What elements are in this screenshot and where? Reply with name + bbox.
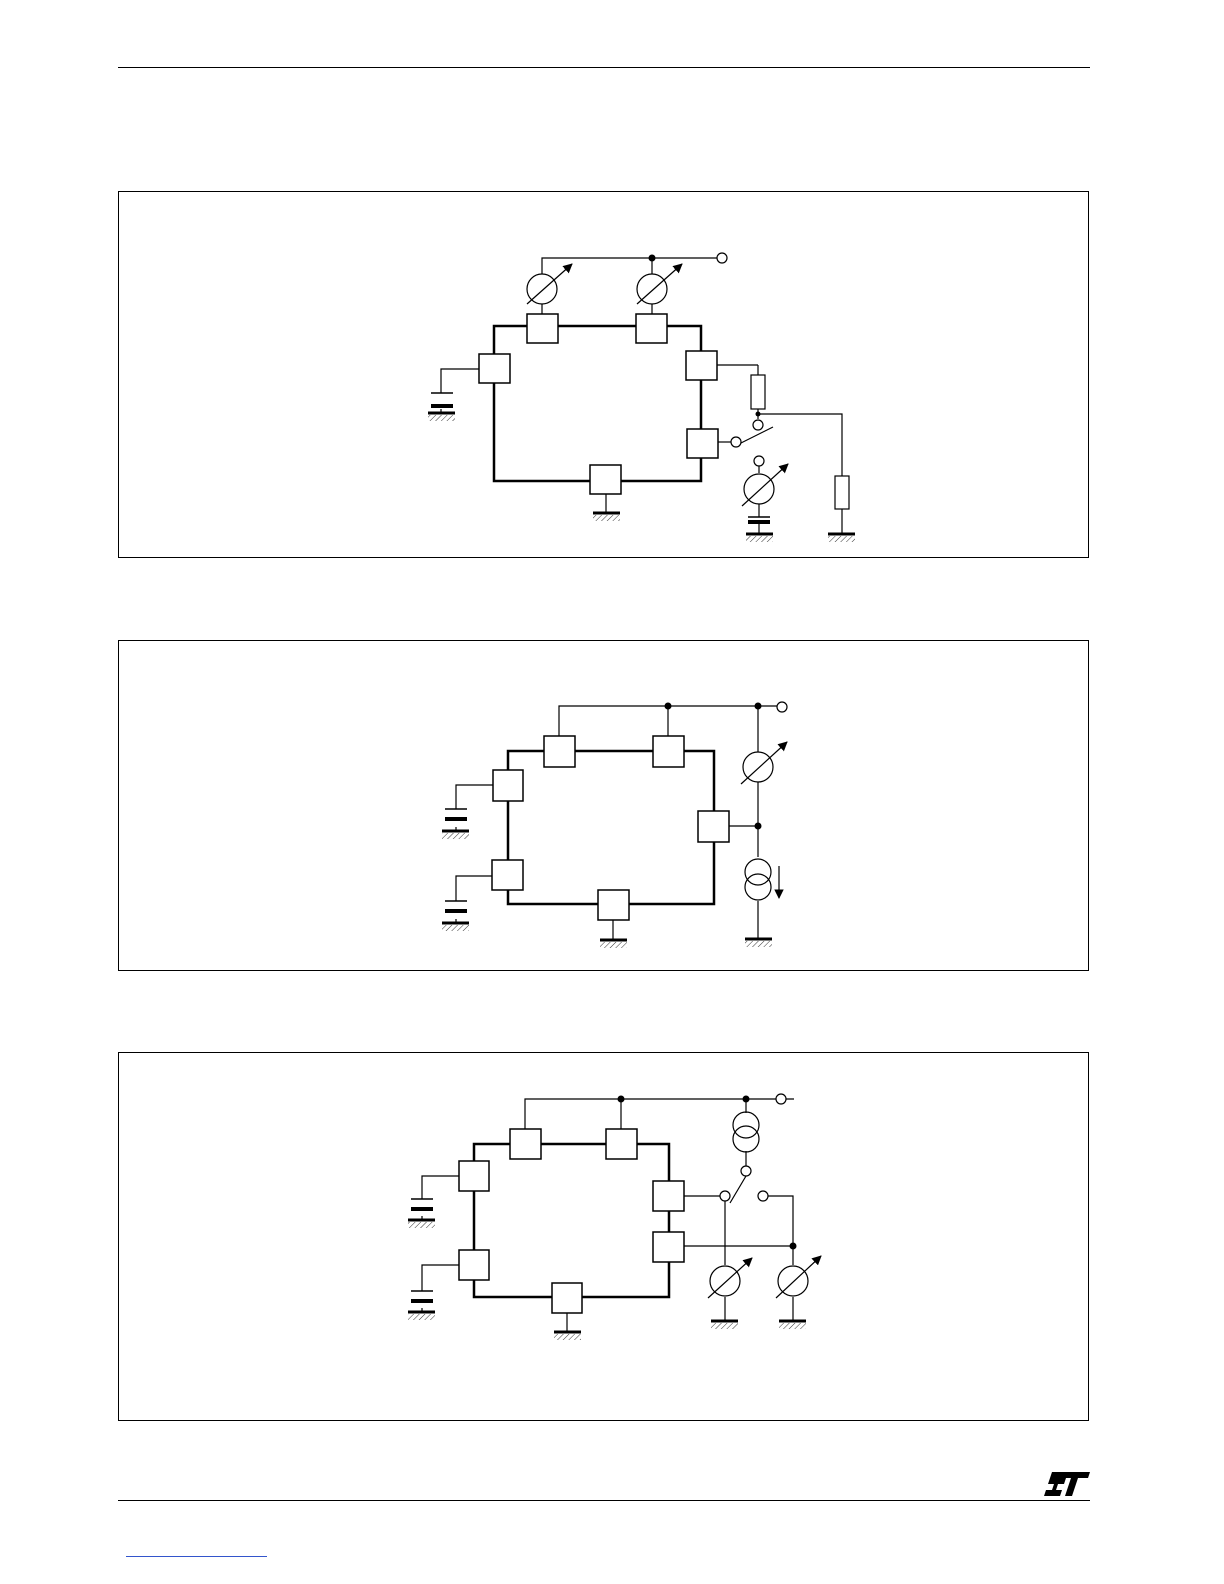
block (479, 354, 510, 383)
junction-dot (755, 823, 762, 830)
block (459, 1161, 489, 1191)
capacitor-icon (445, 809, 467, 819)
block (527, 314, 558, 343)
junction-dot (756, 412, 761, 417)
capacitor-icon (748, 517, 770, 522)
ground-icon (408, 1220, 435, 1228)
device-loop (508, 751, 714, 904)
block (653, 1181, 684, 1211)
junction-dot (618, 1096, 625, 1103)
block (686, 351, 717, 380)
figure-1-panel (118, 191, 1089, 558)
block (590, 465, 621, 494)
block (698, 811, 729, 842)
block (653, 736, 684, 767)
meter-icon (527, 264, 572, 304)
junction-dot (755, 703, 762, 710)
meter-icon (742, 464, 788, 506)
block (493, 770, 523, 801)
figure-1-schematic (119, 192, 1090, 559)
block (492, 860, 523, 890)
junction-dot (665, 703, 672, 710)
terminal-node[interactable] (731, 437, 741, 447)
block (598, 890, 629, 920)
meter-icon (708, 1258, 752, 1298)
ground-icon (600, 940, 627, 948)
block (510, 1129, 541, 1159)
device-loop (494, 326, 701, 481)
block (459, 1250, 489, 1280)
resistor-icon (835, 476, 849, 509)
ground-icon (828, 534, 855, 542)
figure-3-schematic (119, 1053, 1090, 1422)
capacitor-icon (411, 1199, 433, 1209)
terminal-node[interactable] (754, 456, 764, 466)
ground-icon (711, 1321, 738, 1329)
figure-2-schematic (119, 641, 1090, 972)
ground-icon (428, 413, 455, 421)
terminal-node[interactable] (776, 1094, 786, 1104)
ground-icon (408, 1312, 435, 1320)
st-logo-icon (1042, 1468, 1092, 1500)
capacitor-icon (445, 901, 467, 911)
terminal-node[interactable] (753, 420, 763, 430)
device-loop (474, 1144, 669, 1297)
junction-dot (743, 1096, 750, 1103)
ground-icon (593, 513, 620, 521)
capacitor-icon (431, 393, 453, 406)
ground-icon (442, 923, 469, 931)
block (636, 314, 667, 343)
terminal-node[interactable] (758, 1191, 768, 1201)
block (653, 1232, 684, 1262)
footer-link-underline[interactable] (126, 1556, 267, 1557)
meter-icon (637, 264, 682, 304)
figure-3-panel (118, 1052, 1089, 1421)
footer-rule (118, 1500, 1090, 1501)
current-source-icon (733, 1112, 759, 1152)
figure-2-panel (118, 640, 1089, 971)
ground-icon (554, 1332, 581, 1340)
terminal-node[interactable] (717, 253, 727, 263)
ground-icon (746, 534, 773, 542)
meter-icon (776, 1256, 821, 1298)
block (552, 1283, 582, 1313)
block (687, 429, 718, 458)
terminal-node[interactable] (720, 1191, 730, 1201)
header-rule (118, 67, 1090, 68)
ground-icon (745, 939, 772, 947)
resistor-icon (751, 375, 765, 409)
current-source-icon (745, 859, 779, 900)
junction-dot (649, 255, 656, 262)
ground-icon (442, 831, 469, 839)
terminal-node[interactable] (777, 702, 787, 712)
ground-icon (779, 1321, 806, 1329)
block (544, 736, 575, 767)
block (606, 1129, 637, 1159)
terminal-node[interactable] (741, 1166, 751, 1176)
capacitor-icon (411, 1291, 433, 1301)
junction-dot (790, 1243, 797, 1250)
meter-icon (741, 742, 787, 784)
